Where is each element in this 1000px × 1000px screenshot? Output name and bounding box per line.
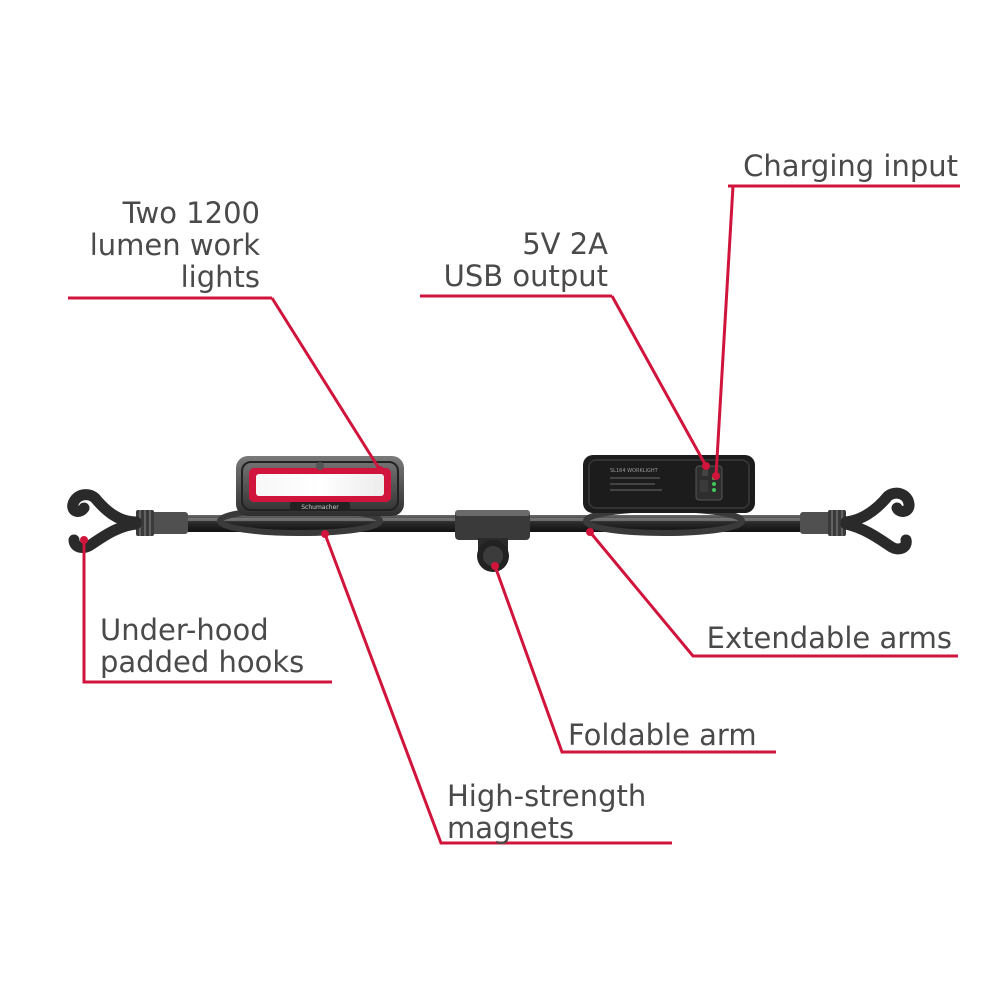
work-lights-label: Two 1200 lumen work lights [90,197,260,293]
work-lights-label-line2: lumen work [89,228,260,262]
charging-input-label-line1: Charging input [743,149,958,183]
work-lights-label-line1: Two 1200 [122,196,260,230]
left-padded-hook [67,489,142,553]
foldable-arm-label: Foldable arm [568,719,757,751]
charging-input-label: Charging input [743,150,958,182]
usb-output-label: 5V 2A USB output [444,228,608,292]
left-collar [136,510,188,536]
light-brand-logo: Schumacher [301,504,339,511]
center-clamp [455,510,530,572]
magnets-label-line1: High-strength [447,779,647,813]
extendable-arms-label: Extendable arms [707,622,952,654]
magnets-label-line2: magnets [447,811,575,845]
hooks-label: Under-hood padded hooks [100,614,304,678]
usb-output-label-line2: USB output [443,259,608,293]
magnets-label: High-strength magnets [447,780,646,844]
hooks-label-line2: padded hooks [100,645,305,679]
right-collar [800,510,846,536]
panel-spec-text: SL164 WORKLIGHT [610,468,659,474]
left-work-light: Schumacher [236,456,404,516]
right-padded-hook [840,487,915,555]
work-lights-label-line3: lights [180,260,260,294]
usb-output-label-line1: 5V 2A [522,227,608,261]
hooks-label-line1: Under-hood [100,613,269,647]
callout-lines [68,184,960,845]
foldable-arm-label-line1: Foldable arm [568,718,757,752]
extendable-arms-label-line1: Extendable arms [706,621,952,655]
right-power-unit: SL164 WORKLIGHT [583,455,755,513]
